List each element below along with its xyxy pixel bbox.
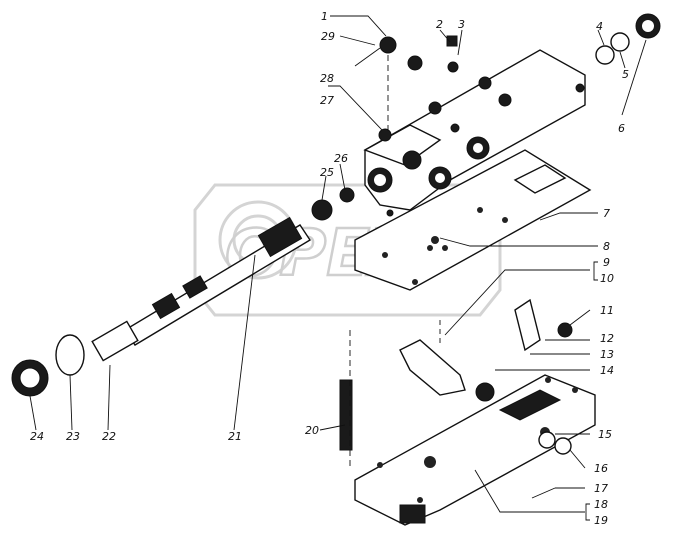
part-label: 17 [594, 482, 608, 495]
part-label: 2 [436, 18, 443, 31]
center-lines [349, 55, 441, 470]
part-label: 21 [228, 430, 242, 443]
small-parts [311, 35, 573, 499]
label-brackets [585, 261, 598, 521]
part-label: 10 [600, 272, 614, 285]
part-label: 16 [594, 462, 608, 475]
part-label: 19 [594, 514, 608, 527]
part-label: 22 [102, 430, 116, 443]
part-label: 4 [596, 20, 603, 33]
leader-lines [29, 15, 647, 513]
part-label: 28 [320, 72, 334, 85]
spool-assembly [91, 216, 311, 362]
part-label: 11 [600, 304, 614, 317]
part-label: 13 [600, 348, 614, 361]
part-label: 24 [30, 430, 44, 443]
part-label: 23 [66, 430, 80, 443]
valve-body [363, 49, 586, 217]
part-label: 25 [320, 166, 334, 179]
part-label: 6 [618, 122, 625, 135]
part-label: 5 [622, 68, 629, 81]
part-label: 1 [321, 10, 328, 23]
part-label: 3 [458, 18, 465, 31]
part-label: 20 [305, 424, 319, 437]
lower-housing [354, 374, 596, 526]
part-label: 14 [600, 364, 614, 377]
part-label: 12 [600, 332, 614, 345]
part-label: 8 [603, 240, 610, 253]
part-label: 18 [594, 498, 608, 511]
plug-and-seals [11, 13, 661, 397]
part-label: 27 [320, 94, 334, 107]
part-label: 26 [334, 152, 348, 165]
gasket-plate [354, 149, 592, 291]
part-label: 29 [321, 30, 335, 43]
part-label: 9 [603, 256, 610, 269]
part-label: 15 [598, 428, 612, 441]
part-label: 7 [603, 207, 610, 220]
part-number-labels: 1 29 2 3 4 5 6 28 27 26 25 7 8 9 10 11 1… [30, 10, 629, 527]
